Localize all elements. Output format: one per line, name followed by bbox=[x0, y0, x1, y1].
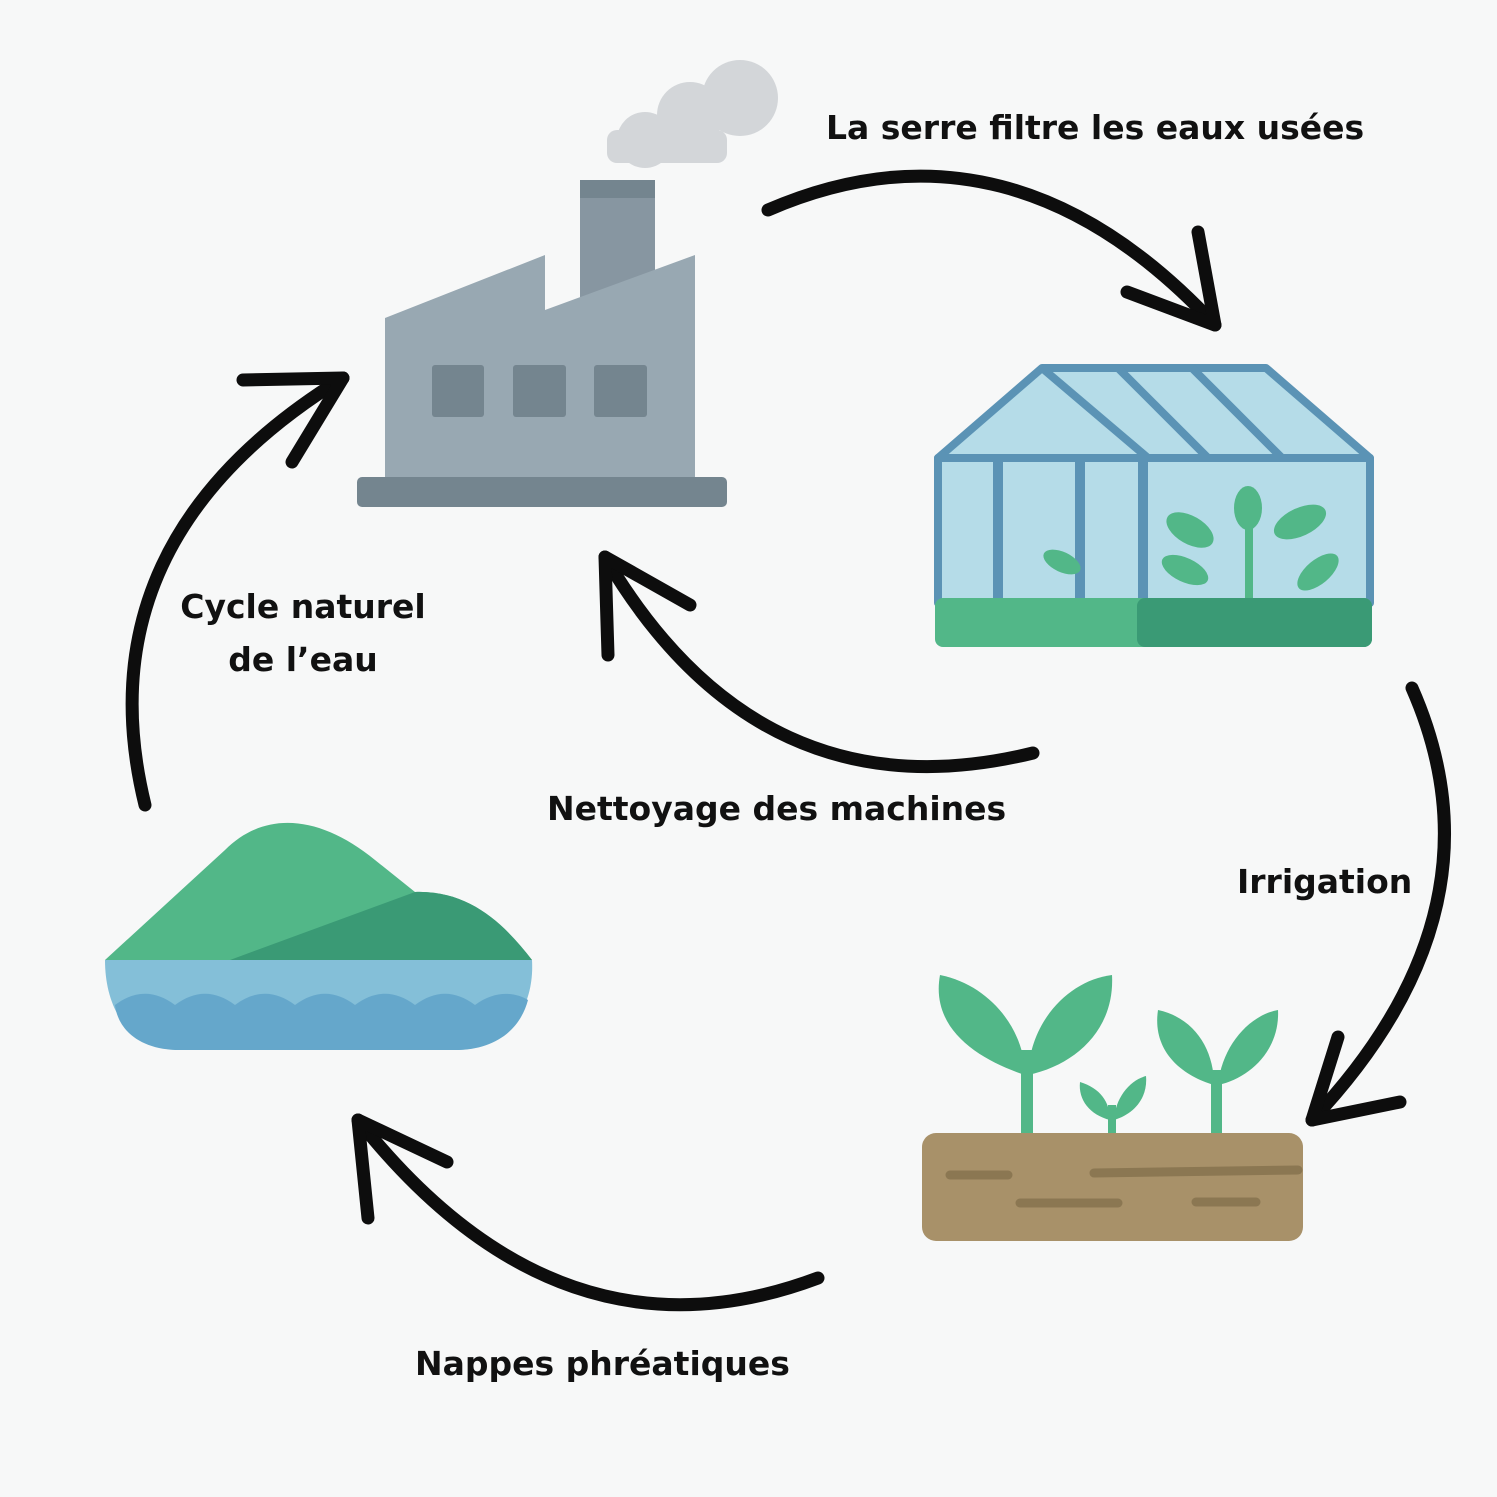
sprouts-icon bbox=[922, 975, 1303, 1241]
hill-lake-icon bbox=[105, 822, 533, 1050]
label-natural-cycle-line1: Cycle naturel bbox=[180, 587, 426, 626]
label-natural-cycle-line2: de l’eau bbox=[228, 640, 378, 679]
label-greenhouse-filter: La serre filtre les eaux usées bbox=[826, 108, 1365, 147]
soil-bed bbox=[922, 1133, 1303, 1241]
smoke-cloud bbox=[607, 60, 778, 168]
label-groundwater: Nappes phréatiques bbox=[415, 1344, 790, 1383]
factory-window bbox=[513, 365, 566, 417]
greenhouse-plants bbox=[1043, 486, 1339, 600]
factory-icon bbox=[357, 60, 778, 507]
factory-window bbox=[594, 365, 647, 417]
greenhouse-icon bbox=[934, 364, 1374, 647]
arrow-factory-to-greenhouse bbox=[761, 169, 1222, 332]
label-irrigation: Irrigation bbox=[1237, 862, 1413, 901]
arrow-greenhouse-to-sprouts bbox=[1305, 681, 1451, 1127]
arrow-greenhouse-to-factory bbox=[598, 550, 1040, 774]
arrow-sprouts-to-lake bbox=[351, 1113, 825, 1312]
factory-window bbox=[432, 365, 484, 417]
label-machine-cleaning: Nettoyage des machines bbox=[547, 789, 1007, 828]
factory-base bbox=[357, 477, 727, 507]
arrow-lake-to-factory bbox=[125, 371, 350, 812]
